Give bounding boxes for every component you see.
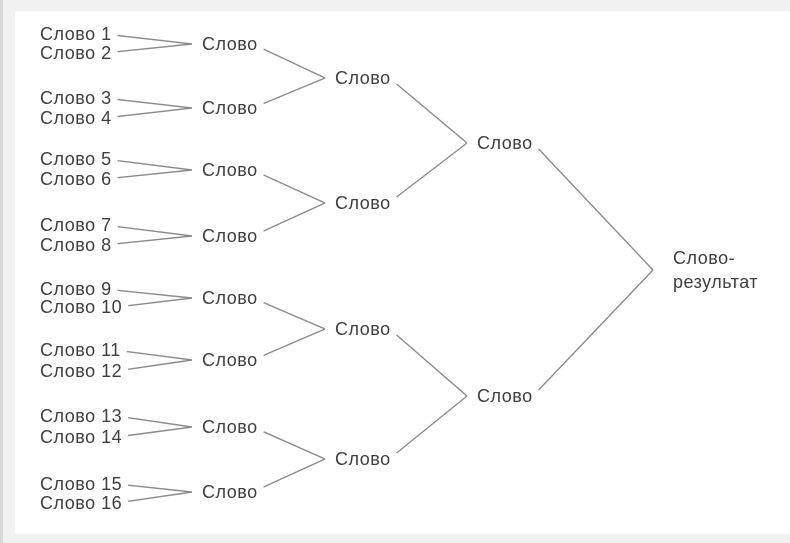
- merge-node-label: Слово: [335, 68, 391, 88]
- leaf-node-label: Слово 15: [40, 474, 122, 494]
- edge-line: [396, 142, 468, 198]
- edge-line: [117, 98, 193, 109]
- merge-node-label: Слово: [335, 449, 391, 469]
- edge-line: [538, 269, 654, 391]
- edge-line: [263, 77, 326, 105]
- leaf-node-label: Слово 11: [40, 340, 121, 360]
- edge-line: [117, 289, 193, 299]
- edge-line: [263, 328, 326, 356]
- merge-node-label: Слово: [202, 226, 258, 246]
- edge-line: [117, 169, 193, 179]
- edge-line: [263, 174, 326, 204]
- leaf-node-label: Слово 7: [40, 215, 112, 235]
- edge-line: [128, 416, 193, 428]
- edge-line: [117, 107, 193, 118]
- edge-line: [117, 235, 193, 245]
- merge-node-label: Слово: [335, 193, 391, 213]
- edge-line: [128, 297, 193, 307]
- diagram-panel: [15, 11, 790, 534]
- result-node-label: Слово-: [673, 248, 735, 268]
- edge-line: [128, 484, 193, 493]
- leaf-node-label: Слово 10: [40, 297, 122, 317]
- edge-line: [538, 148, 654, 271]
- leaf-node-label: Слово 13: [40, 406, 122, 426]
- edge-line: [263, 458, 326, 488]
- left-edge-strip: [0, 0, 3, 543]
- leaf-node-label: Слово 4: [40, 108, 112, 128]
- leaf-node-label: Слово 12: [40, 361, 122, 381]
- leaf-node-label: Слово 9: [40, 279, 112, 299]
- edge-line: [126, 350, 193, 361]
- leaf-node-label: Слово 16: [40, 493, 122, 513]
- merge-node-label: Слово: [202, 288, 258, 308]
- leaf-node-label: Слово 2: [40, 43, 112, 63]
- leaf-node-label: Слово 14: [40, 427, 122, 447]
- edge-line: [128, 359, 193, 371]
- merge-node-label: Слово: [202, 482, 258, 502]
- merge-node-label: Слово: [335, 319, 391, 339]
- leaf-node-label: Слово 6: [40, 169, 112, 189]
- edge-line: [263, 202, 326, 232]
- merge-node-label: Слово: [477, 386, 533, 406]
- merge-node-label: Слово: [202, 98, 258, 118]
- merge-node-label: Слово: [477, 133, 533, 153]
- edge-line: [117, 225, 193, 237]
- leaf-node-label: Слово 5: [40, 149, 112, 169]
- leaf-node-label: Слово 1: [40, 24, 112, 44]
- edge-line: [396, 395, 468, 454]
- edge-line: [117, 34, 193, 45]
- edge-line: [117, 159, 193, 171]
- edge-line: [263, 48, 326, 79]
- edge-line: [396, 83, 468, 144]
- edge-line: [263, 302, 326, 330]
- edge-line: [263, 431, 326, 460]
- edge-line: [396, 334, 468, 397]
- leaf-node-label: Слово 8: [40, 235, 112, 255]
- edge-line: [128, 491, 193, 503]
- edge-line: [117, 43, 193, 53]
- merge-node-label: Слово: [202, 417, 258, 437]
- merge-node-label: Слово: [202, 34, 258, 54]
- edge-line: [128, 426, 193, 437]
- merge-node-label: Слово: [202, 350, 258, 370]
- merge-node-label: Слово: [202, 160, 258, 180]
- leaf-node-label: Слово 3: [40, 88, 112, 108]
- result-node-label: результат: [673, 272, 758, 292]
